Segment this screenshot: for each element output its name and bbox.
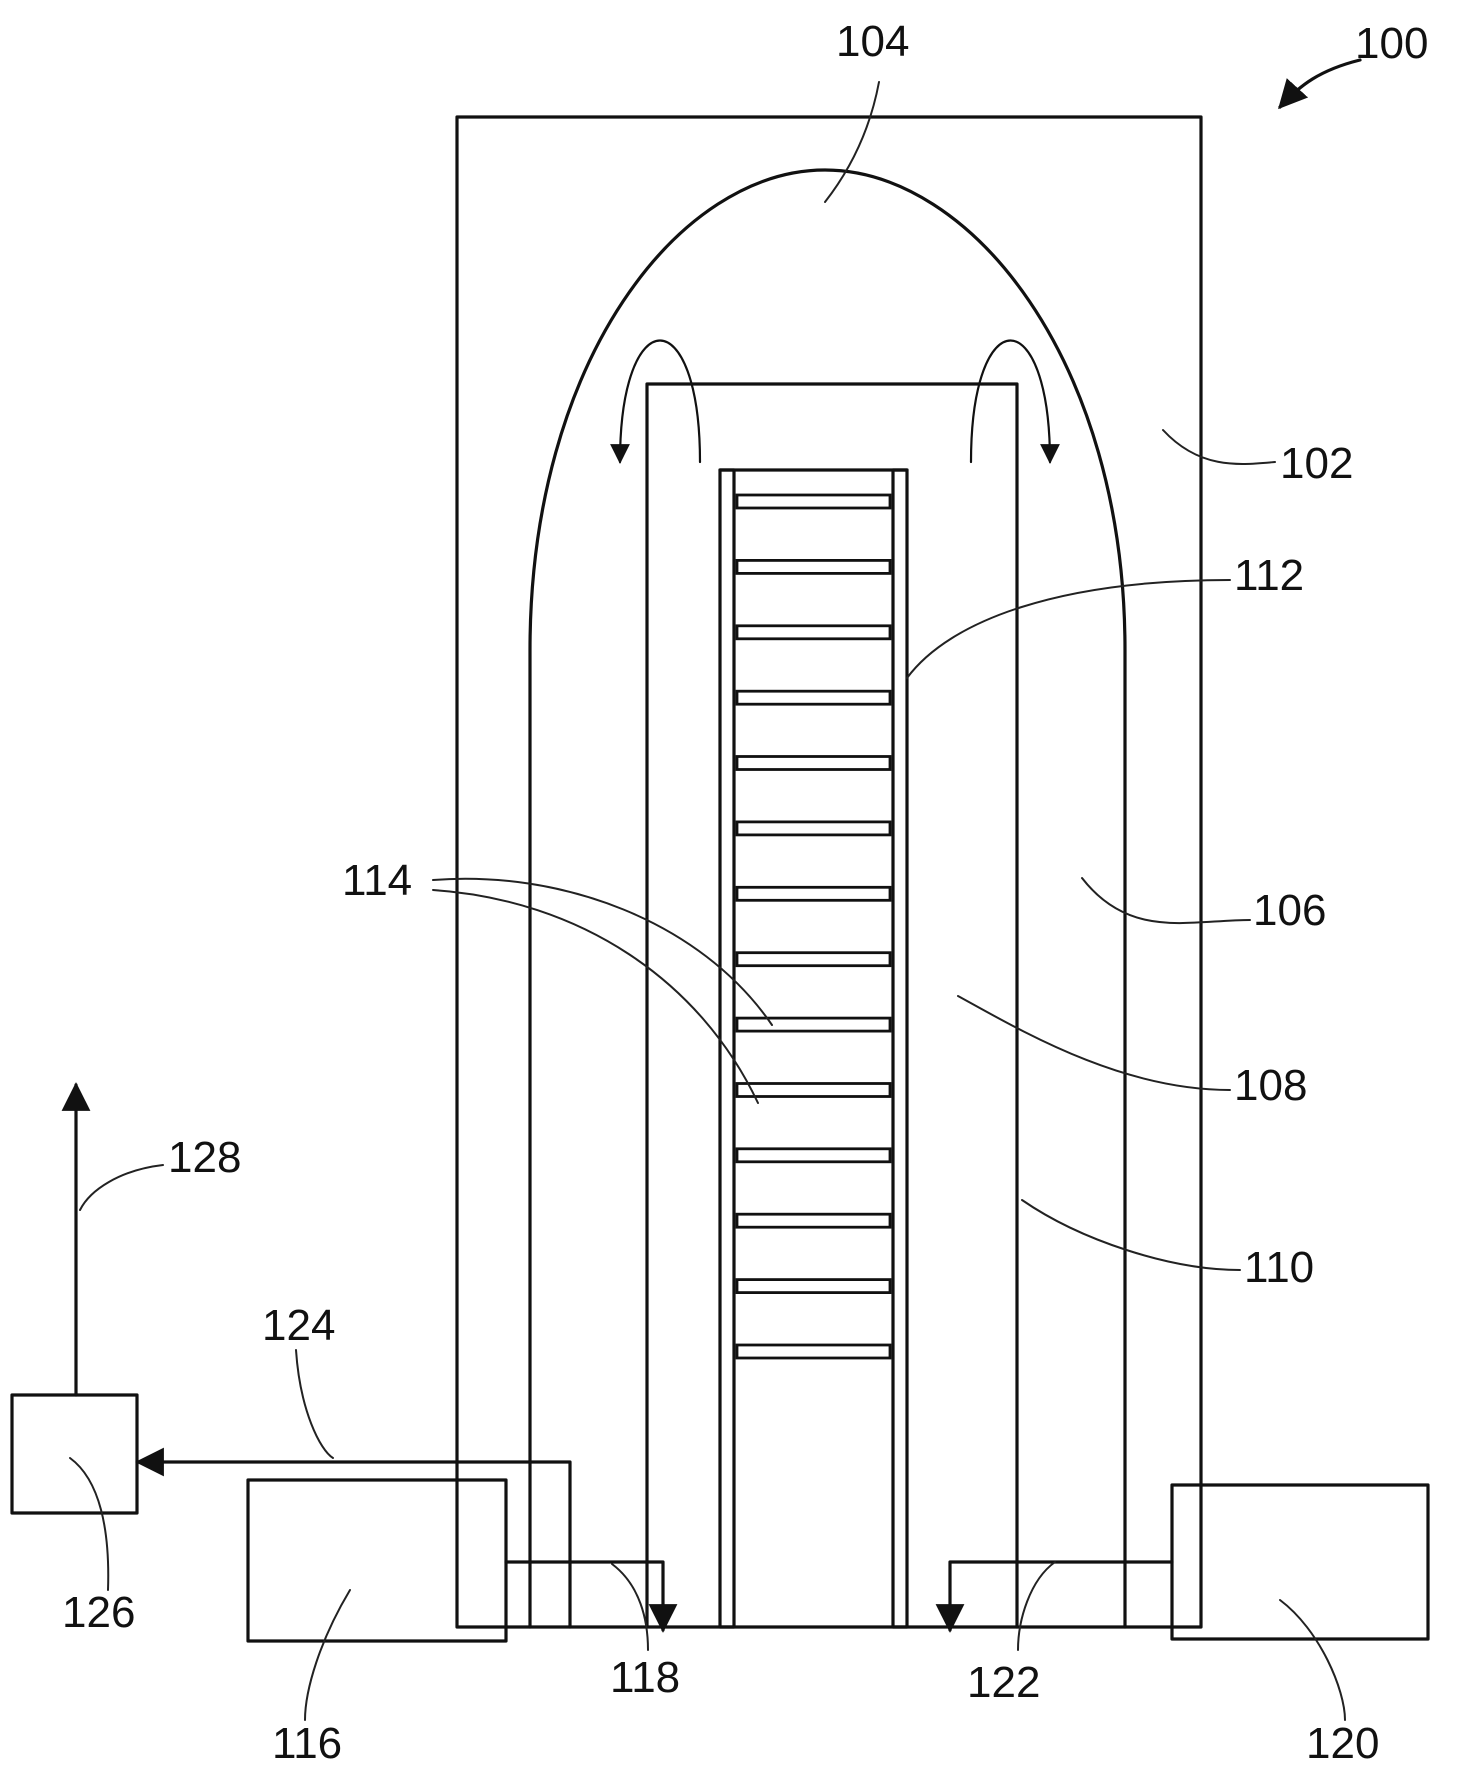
wafer (735, 624, 892, 641)
ref-128: 128 (168, 1133, 241, 1182)
leader-126 (69, 1457, 110, 1591)
wafer (735, 1147, 892, 1164)
bell-jar-dome (528, 168, 1127, 1629)
leader-112 (906, 579, 1231, 679)
box-120 (1170, 1483, 1430, 1641)
wafer-boat-right-rail (891, 468, 909, 1629)
wafer-stack (735, 493, 892, 1360)
inner-liner-tube (645, 382, 1019, 1629)
flow-arrow-left (610, 339, 702, 464)
ref-124: 124 (262, 1301, 335, 1350)
ref-112: 112 (1234, 551, 1304, 600)
ref-120: 120 (1306, 1719, 1379, 1768)
leader-114b (432, 889, 759, 1104)
wafer (735, 885, 892, 902)
leader-128 (79, 1164, 164, 1211)
feed-line-118 (504, 1560, 678, 1633)
ref-100: 100 (1355, 19, 1428, 68)
wafer (735, 820, 892, 837)
flow-arrow-right (969, 339, 1060, 464)
ref-126: 126 (62, 1588, 135, 1637)
ref-116: 116 (272, 1719, 342, 1768)
ref-104: 104 (836, 17, 909, 66)
ref-106: 106 (1253, 886, 1326, 935)
leader-120 (1279, 1599, 1346, 1721)
leader-116 (304, 1589, 351, 1721)
ref-118: 118 (610, 1653, 680, 1702)
wafer (735, 1343, 892, 1360)
wafer (735, 1278, 892, 1294)
furnace-housing (455, 115, 1203, 1629)
feed-line-122 (935, 1560, 1174, 1633)
box-116 (246, 1478, 508, 1643)
wafer (735, 1082, 892, 1098)
leader-124 (295, 1349, 334, 1459)
ref-114: 114 (342, 856, 412, 905)
leader-122 (1017, 1561, 1056, 1651)
wafer (735, 1016, 892, 1033)
leader-110 (1021, 1199, 1241, 1271)
leader-104 (824, 81, 880, 203)
leader-102 (1162, 429, 1276, 465)
wafer (735, 559, 892, 575)
ref-108: 108 (1234, 1061, 1307, 1110)
wafer (735, 951, 892, 968)
assembly-arrow-100 (1278, 58, 1362, 110)
leader-118 (611, 1563, 649, 1651)
box-126 (10, 1393, 139, 1515)
leader-106 (1081, 877, 1251, 925)
ref-122: 122 (967, 1658, 1040, 1707)
wafer (735, 493, 892, 510)
leader-108 (957, 995, 1231, 1091)
ref-110: 110 (1244, 1243, 1314, 1292)
leader-114a (432, 877, 773, 1026)
exhaust-line (135, 1447, 572, 1629)
wafer (735, 1212, 892, 1229)
wafer (735, 755, 892, 771)
ref-102: 102 (1280, 439, 1353, 488)
wafer (735, 689, 892, 706)
